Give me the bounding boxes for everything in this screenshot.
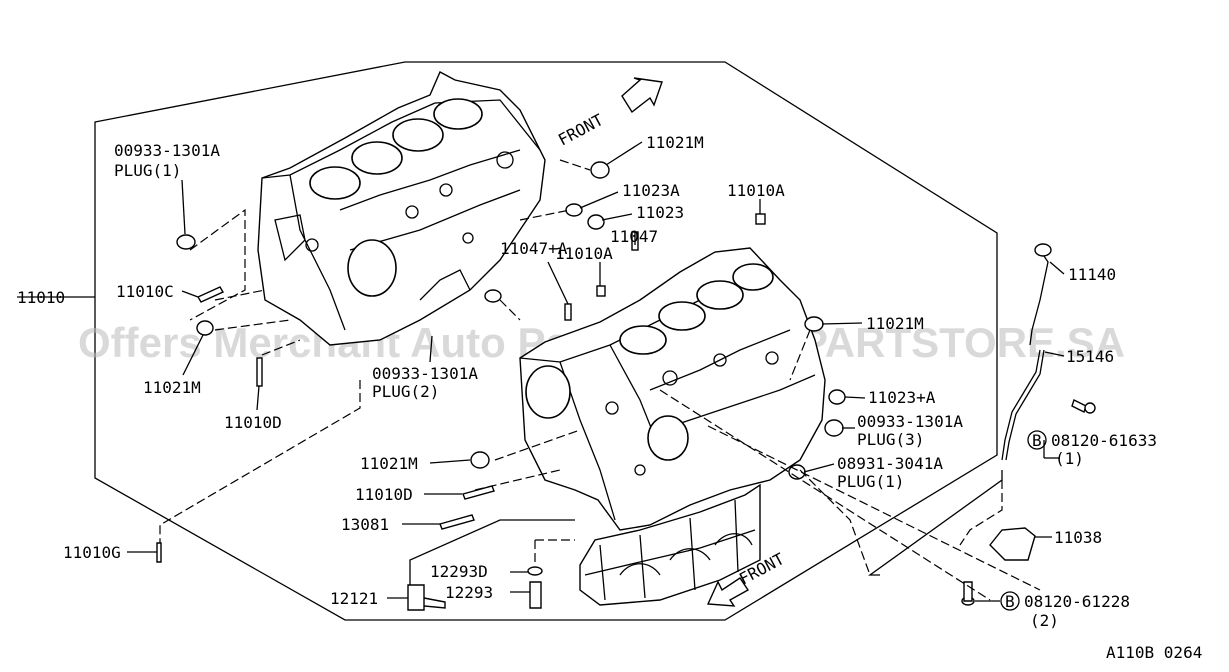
callout-08931-3041a: 08931-3041A xyxy=(837,454,943,473)
callout-13081: 13081 xyxy=(341,515,389,534)
callout-11021m-top: 11021M xyxy=(646,133,704,152)
bolt-12293 xyxy=(529,581,542,609)
callout-11010a-top: 11010A xyxy=(727,181,785,200)
callout-plug-1-top: PLUG(1) xyxy=(114,161,181,180)
callout-11038: 11038 xyxy=(1054,528,1102,547)
plug-top-left xyxy=(176,234,196,250)
plug-11021m-top xyxy=(590,161,610,179)
callout-11010a-mid: 11010A xyxy=(555,244,613,263)
pan-bolt-outline xyxy=(409,519,575,585)
plug-left-block xyxy=(484,289,502,303)
callout-11021m-low: 11021M xyxy=(360,454,418,473)
callout-qty-1: (1) xyxy=(1055,449,1084,468)
callout-15146: 15146 xyxy=(1066,347,1114,366)
callout-11010d-low: 11010D xyxy=(355,485,413,504)
callout-plug-3: PLUG(3) xyxy=(857,430,924,449)
assembly-group-outline xyxy=(94,61,998,621)
dipstick-11140 xyxy=(1029,249,1049,346)
plug-11021m-right xyxy=(804,316,824,332)
front-label-top: FRONT xyxy=(555,110,607,150)
svg-text:B: B xyxy=(1005,592,1015,611)
part-callouts: 11010 00933-1301A PLUG(1) 11010C 11021M … xyxy=(17,133,1202,662)
callout-11140: 11140 xyxy=(1068,265,1116,284)
washer-12293d xyxy=(527,566,543,576)
left-cylinder-block xyxy=(257,71,546,346)
callout-08120-61633: 08120-61633 xyxy=(1051,431,1157,450)
callout-00933-1301a-top: 00933-1301A xyxy=(114,141,220,160)
callout-11010d-left: 11010D xyxy=(224,413,282,432)
bolt-08120-61228 xyxy=(963,581,973,602)
guide-bracket-link xyxy=(867,470,1003,576)
sensor-12121 xyxy=(407,584,446,611)
plug-11021m-left xyxy=(196,320,214,336)
callout-11047: 11047 xyxy=(610,227,658,246)
svg-text:B: B xyxy=(1032,431,1042,450)
assembly-dashed-lines xyxy=(159,159,1041,601)
callout-12293: 12293 xyxy=(445,583,493,602)
callout-11021m-right: 11021M xyxy=(866,314,924,333)
plug-00933-right xyxy=(824,419,844,437)
callout-qty-2: (2) xyxy=(1030,611,1059,630)
callout-11021m-left: 11021M xyxy=(143,378,201,397)
dowel-11010d-left xyxy=(256,357,263,387)
callout-11023a: 11023A xyxy=(622,181,680,200)
bracket-11038 xyxy=(989,527,1036,561)
callout-08120-61228: 08120-61228 xyxy=(1024,592,1130,611)
callout-11023: 11023 xyxy=(636,203,684,222)
dowel-11010a-mid xyxy=(596,285,606,297)
callout-00933-1301a-right: 00933-1301A xyxy=(857,412,963,431)
bolt-08120-61633-head xyxy=(1084,402,1096,414)
callout-00933-1301a-mid: 00933-1301A xyxy=(372,364,478,383)
callout-plug-2: PLUG(2) xyxy=(372,382,439,401)
pin-13081 xyxy=(439,514,475,530)
diagram-code: A110B 0264 xyxy=(1106,643,1202,662)
callout-11010c: 11010C xyxy=(116,282,174,301)
dowel-11010d-low xyxy=(462,485,495,500)
dipstick-handle xyxy=(1034,243,1052,257)
plug-11021m-low xyxy=(470,451,490,469)
callout-11047a: 11047+A xyxy=(500,239,568,258)
dowel-11010c xyxy=(196,286,225,303)
pin-11010g xyxy=(156,542,162,563)
dipstick-guide-15146 xyxy=(1001,349,1041,461)
seal-11023a xyxy=(565,203,583,217)
callout-11023a-plus: 11023+A xyxy=(868,388,936,407)
dowel-11047a xyxy=(564,303,572,321)
plug-11023 xyxy=(587,214,605,230)
leader-lines xyxy=(17,141,1065,602)
callout-11010g: 11010G xyxy=(63,543,121,562)
callout-11010: 11010 xyxy=(17,288,65,307)
bolt-marker-61633: B xyxy=(1027,430,1047,450)
right-cylinder-block xyxy=(519,247,826,531)
bolt-marker-61228: B xyxy=(1000,591,1020,611)
bolt-08120-61633 xyxy=(1071,399,1087,413)
callout-12121: 12121 xyxy=(330,589,378,608)
callout-plug-1-right: PLUG(1) xyxy=(837,472,904,491)
callout-12293d: 12293D xyxy=(430,562,488,581)
dowel-11010a-top xyxy=(755,213,766,225)
lower-crankcase-frame xyxy=(579,483,761,606)
plug-11023a-right xyxy=(828,389,846,405)
